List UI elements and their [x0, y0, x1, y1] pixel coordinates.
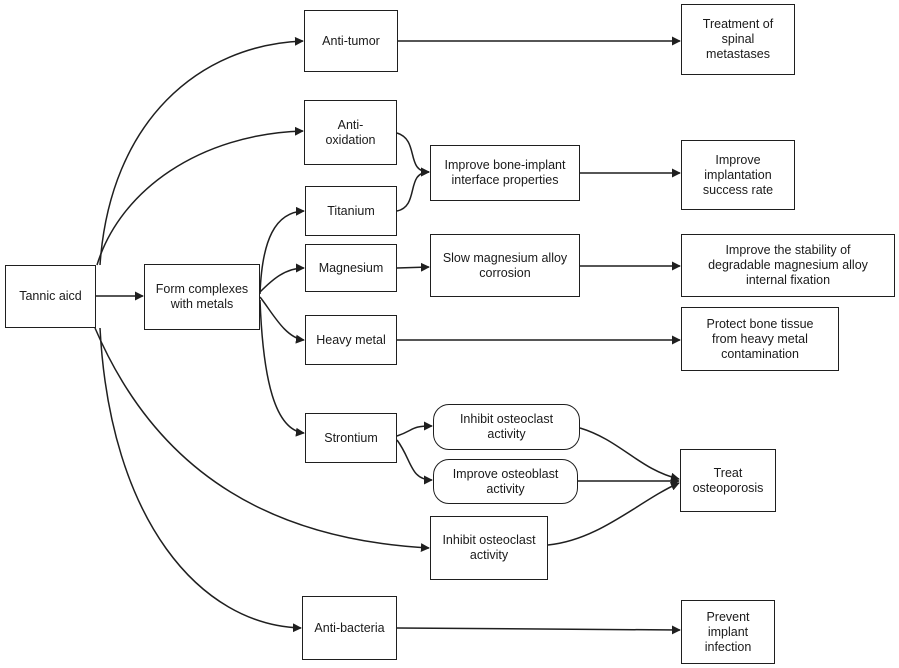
node-magnesium-stability: Improve the stability of degradable magn… — [681, 234, 895, 297]
edge-strontium-to-improve-osteoblast — [396, 439, 433, 485]
node-tannic-acid: Tannic aicd — [5, 265, 96, 328]
edge-tannic-to-anti-tumor — [99, 36, 304, 266]
edge-complexes-to-heavy-metal — [259, 296, 305, 344]
edge-strontium-to-inhibit-osteoclast-1 — [396, 421, 433, 437]
edge-anti-oxidation-to-bone-implant — [396, 132, 430, 177]
node-strontium: Strontium — [305, 413, 397, 463]
edge-titanium-to-bone-implant — [396, 167, 430, 212]
edge-inhibit-osteoclast-2-to-osteoporosis — [547, 482, 680, 546]
edge-complexes-to-strontium — [259, 299, 305, 437]
node-anti-tumor: Anti-tumor — [304, 10, 398, 72]
edge-complexes-to-magnesium — [259, 263, 305, 293]
edge-tannic-to-inhibit-osteoclast-2 — [94, 327, 430, 553]
node-slow-corrosion: Slow magnesium alloy corrosion — [430, 234, 580, 297]
edge-tannic-to-anti-bacteria — [99, 327, 302, 633]
node-treat-osteoporosis: Treat osteoporosis — [680, 449, 776, 512]
edge-inhibit-osteoclast-1-to-osteoporosis — [579, 427, 680, 482]
edge-magnesium-to-slow-corrosion — [396, 262, 430, 272]
node-bone-implant-interface: Improve bone-implant interface propertie… — [430, 145, 580, 201]
node-implantation-success-rate: Improve implantation success rate — [681, 140, 795, 210]
node-form-complexes: Form complexes with metals — [144, 264, 260, 330]
node-heavy-metal: Heavy metal — [305, 315, 397, 365]
node-anti-bacteria: Anti-bacteria — [302, 596, 397, 660]
node-spinal-metastases: Treatment of spinal metastases — [681, 4, 795, 75]
edge-anti-bacteria-to-prevent-infection — [396, 625, 681, 635]
node-titanium: Titanium — [305, 186, 397, 236]
node-protect-bone-tissue: Protect bone tissue from heavy metal con… — [681, 307, 839, 371]
node-anti-oxidation: Anti- oxidation — [304, 100, 397, 165]
node-inhibit-osteoclast-activity-2: Inhibit osteoclast activity — [430, 516, 548, 580]
edge-complexes-to-titanium — [259, 206, 305, 295]
node-magnesium: Magnesium — [305, 244, 397, 292]
edge-tannic-to-anti-oxidation — [96, 126, 304, 266]
node-improve-osteoblast-activity: Improve osteoblast activity — [433, 459, 578, 504]
node-inhibit-osteoclast-activity-1: Inhibit osteoclast activity — [433, 404, 580, 450]
node-prevent-implant-infection: Prevent implant infection — [681, 600, 775, 664]
